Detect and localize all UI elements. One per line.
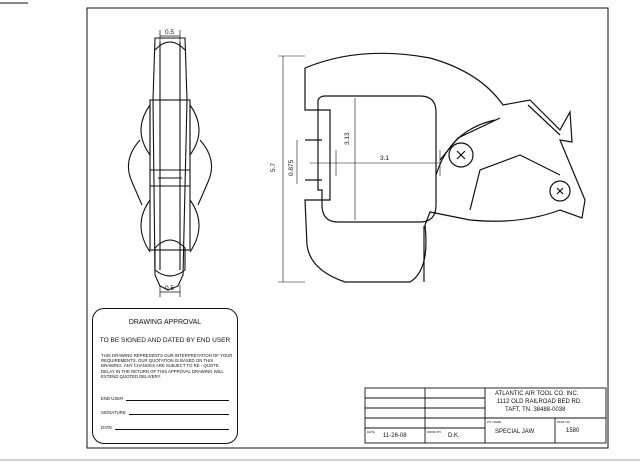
approval-body: THIS DRAWING REPRESENTS OUR INTERPRETATI… [101,353,233,379]
border-frame [86,7,609,449]
title-block-grid [364,387,607,444]
side-view-dims [159,30,181,297]
part-no-caption: PART NO. [557,420,571,424]
end-user-field[interactable]: END USER [101,396,229,401]
drawing-date: 11-26-08 [383,433,407,439]
date-caption: DATE [367,430,375,434]
signature-field[interactable]: SIGNATURE [101,410,229,415]
dim-throat-height: 3.13 [344,132,351,145]
drawn-by-caption: DRWN BY [427,430,442,434]
end-user-label: END USER [101,396,124,401]
part-number: 1580 [566,428,580,434]
date-field[interactable]: DATE [101,425,229,430]
dim-gap: 0.875 [288,159,295,176]
jaw-profile [304,52,586,283]
company-city: TAFT, TN. 38488-0038 [505,407,566,413]
dim-overall-height: 5.7 [270,163,277,172]
side-view [127,37,213,291]
pin-markers [456,150,564,195]
dim-bottom-width: 0.5 [165,285,174,292]
dim-depth: 3.1 [380,155,389,162]
date-label: DATE [101,425,113,430]
approval-box: DRAWING APPROVAL TO BE SIGNED AND DATED … [92,308,238,444]
approval-subtitle: TO BE SIGNED AND DATED BY END USER [99,337,231,344]
company-name: ATLANTIC AIR TOOL CO. INC. [495,391,579,397]
approval-title: DRAWING APPROVAL [128,319,202,326]
dim-top-width: 0.5 [165,29,174,36]
company-address: 1112 OLD RAILROAD BED RD. [497,399,582,405]
drawn-by: D.K. [448,433,460,439]
part-name: SPECIAL JAW [495,429,535,435]
part-name-caption: P/T NAME [487,420,502,424]
signature-label: SIGNATURE [101,410,126,415]
front-view-dims [278,55,441,283]
